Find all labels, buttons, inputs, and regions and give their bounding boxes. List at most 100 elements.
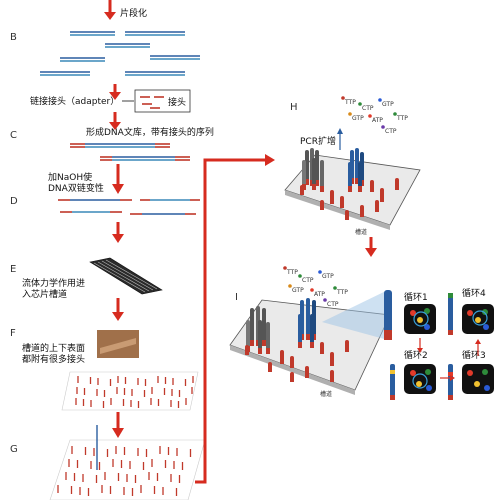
channel-text-i: 槽道 xyxy=(320,390,332,398)
nucleotide-label: CTP xyxy=(358,102,374,112)
step-b: B xyxy=(10,31,200,100)
library-strands xyxy=(70,143,190,161)
svg-text:ATP: ATP xyxy=(372,117,383,124)
cluster-column xyxy=(348,162,352,192)
svg-text:ATP: ATP xyxy=(314,291,325,298)
nucleotide-label: TTP xyxy=(393,112,408,122)
step-e-text1: 流体力学作用进 xyxy=(22,277,85,289)
cluster-column xyxy=(306,298,310,340)
cluster-column xyxy=(330,352,334,366)
cycle-1: 循环1 xyxy=(404,291,436,334)
svg-text:TTP: TTP xyxy=(286,269,298,276)
step-a: 片段化 xyxy=(104,0,147,20)
cluster-column xyxy=(300,185,304,195)
nucleotide-label: TTP xyxy=(333,286,348,296)
cluster-column xyxy=(290,372,294,382)
strand-indicators xyxy=(390,293,453,400)
cluster-column xyxy=(375,200,379,212)
cluster-column xyxy=(320,160,324,192)
adapter-legend-text: 接头 xyxy=(168,96,186,108)
surface-g xyxy=(49,439,206,500)
cluster-column xyxy=(360,205,364,217)
label-e: E xyxy=(10,264,16,275)
connector-arrow xyxy=(195,154,275,484)
label-f: F xyxy=(10,328,16,339)
cluster-column xyxy=(380,188,384,202)
nucleotide-label: CTP xyxy=(323,298,339,308)
cluster-column xyxy=(290,356,294,368)
step-c-text: 形成DNA文库，带有接头的序列 xyxy=(86,126,214,138)
label-g: G xyxy=(10,444,18,455)
step-g: G xyxy=(10,425,206,500)
nucleotide-label: GTP xyxy=(348,112,364,122)
nucleotide-label: TTP xyxy=(341,96,356,106)
step-c: C 形成DNA文库，带有接头的序列 xyxy=(10,112,214,161)
dna-fragments xyxy=(40,31,200,76)
nucleotide-label: ATP xyxy=(368,114,383,124)
nucleotides-h: TTP CTP GTP GTP ATP TTP CTP xyxy=(341,96,408,135)
cluster-column xyxy=(245,345,249,355)
cycle-1-label: 循环1 xyxy=(404,291,428,303)
cluster-column xyxy=(298,314,302,348)
nucleotide-label: CTP xyxy=(298,274,314,284)
zoom-strand xyxy=(384,290,392,340)
cluster-column xyxy=(320,342,324,354)
cycle-2-label: 循环2 xyxy=(404,349,428,361)
cluster-column xyxy=(268,362,272,372)
cycle-3-label: 循环3 xyxy=(462,349,486,361)
label-i: I xyxy=(235,292,238,303)
step-e-text2: 入芯片槽道 xyxy=(22,288,67,300)
denatured-strands xyxy=(58,199,200,215)
svg-text:TTP: TTP xyxy=(396,115,408,122)
nucleotide-label: CTP xyxy=(381,125,397,135)
svg-text:GTP: GTP xyxy=(322,273,334,280)
cycle-4-label: 循环4 xyxy=(462,287,486,299)
svg-text:GTP: GTP xyxy=(352,115,364,122)
svg-text:CTP: CTP xyxy=(385,128,397,135)
cluster-column xyxy=(345,210,349,220)
cluster-column xyxy=(280,350,284,364)
cluster-column xyxy=(262,308,266,346)
nucleotide-label: ATP xyxy=(310,288,325,298)
clusters-h xyxy=(300,148,399,220)
cycle-arrows xyxy=(417,338,481,381)
nucleotide-label: GTP xyxy=(318,270,334,280)
cluster-column xyxy=(305,366,309,378)
label-d: D xyxy=(10,196,18,207)
pcr-text: PCR扩增 xyxy=(300,135,336,147)
cluster-column xyxy=(395,178,399,190)
cycle-2: 循环2 xyxy=(404,349,436,394)
step-f-text2: 都附有很多接头 xyxy=(22,353,85,365)
cluster-column xyxy=(320,200,324,210)
step-d-text1: 加NaOH使 xyxy=(48,171,92,183)
zoom-beam xyxy=(322,290,388,340)
svg-text:CTP: CTP xyxy=(362,105,374,112)
surface-adapters-f xyxy=(75,376,194,408)
label-h: H xyxy=(290,102,298,113)
adapter-row: 链接接头（adapter） 接头 xyxy=(30,89,191,113)
step-e: E 流体力学作用进 入芯片槽道 xyxy=(10,257,163,321)
surface-f xyxy=(61,371,199,411)
nucleotide-label: GTP xyxy=(288,284,304,294)
cluster-column xyxy=(310,314,314,348)
cluster-column xyxy=(250,308,254,346)
flow-cell-chip xyxy=(89,257,163,295)
surface-adapters-g xyxy=(57,446,192,496)
cluster-column xyxy=(330,370,334,382)
nucleotide-label: GTP xyxy=(378,98,394,108)
cycle-3: 循环3 xyxy=(462,349,494,394)
channel-text-h: 槽道 xyxy=(355,228,367,236)
adapter-legend-box xyxy=(134,89,191,113)
svg-text:CTP: CTP xyxy=(302,277,314,284)
step-h: H PCR扩增 TTP CTP GTP GTP ATP TTP CTP 槽道 xyxy=(284,96,421,257)
cluster-column xyxy=(345,340,349,352)
step-d-text2: DNA双链变性 xyxy=(48,182,104,194)
label-b: B xyxy=(10,32,17,43)
step-d: 加NaOH使 DNA双链变性 D xyxy=(10,164,200,243)
cluster-column xyxy=(266,322,270,354)
cluster-column xyxy=(358,162,362,192)
cluster-column xyxy=(340,196,344,208)
